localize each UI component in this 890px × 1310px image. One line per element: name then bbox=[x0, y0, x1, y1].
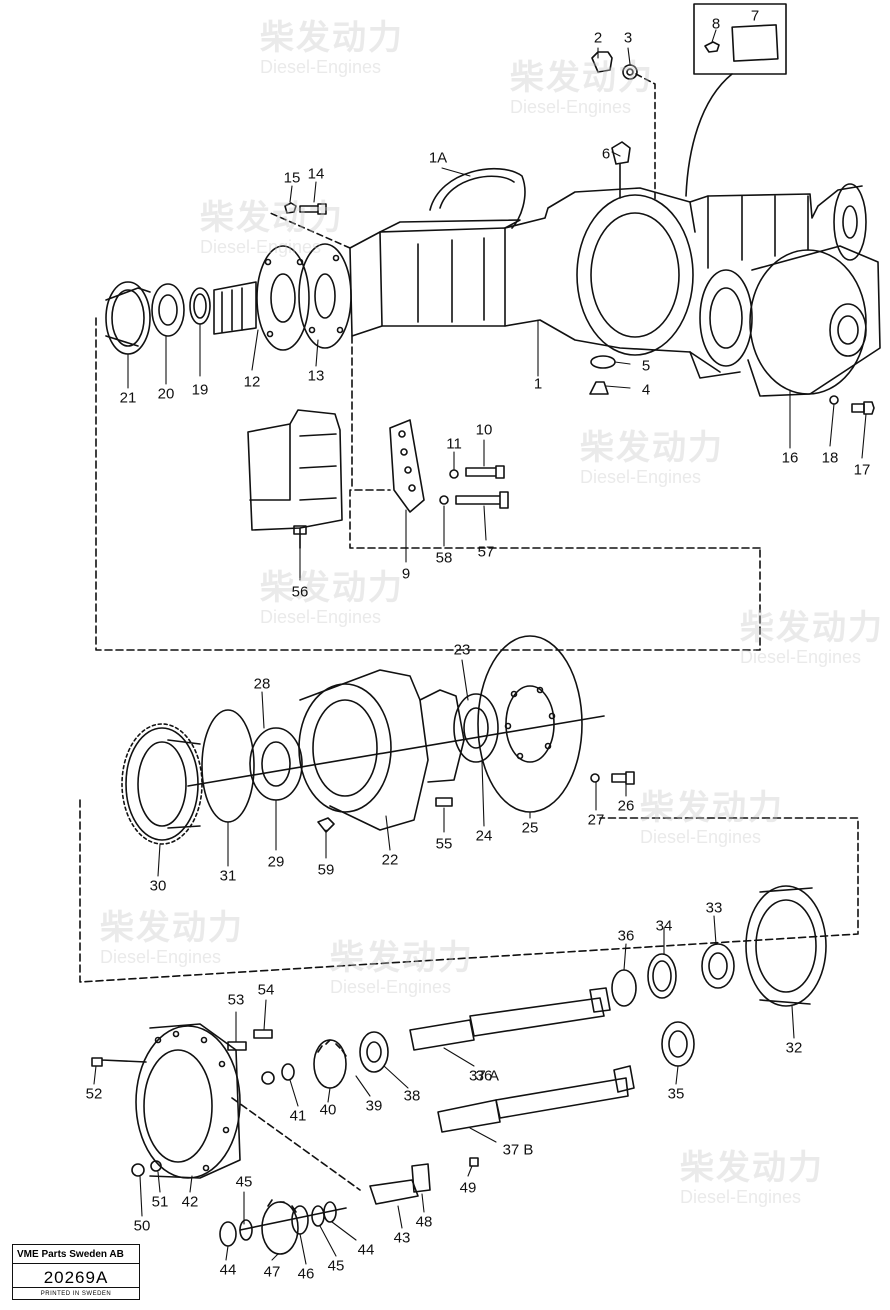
callout-11: 11 bbox=[446, 435, 462, 453]
callout-29: 29 bbox=[267, 853, 285, 871]
callout-17: 17 bbox=[853, 461, 871, 479]
callout-44-left: 44 bbox=[219, 1261, 237, 1279]
callout-7: 7 bbox=[750, 7, 760, 25]
callout-8: 8 bbox=[711, 15, 721, 33]
callout-15: 15 bbox=[283, 169, 301, 187]
callout-52: 52 bbox=[85, 1085, 103, 1103]
callout-35: 35 bbox=[667, 1085, 685, 1103]
callout-5: 5 bbox=[641, 357, 651, 375]
callout-40: 40 bbox=[319, 1101, 337, 1119]
callout-10: 10 bbox=[475, 421, 493, 439]
callout-49: 49 bbox=[459, 1179, 477, 1197]
callout-44-right: 44 bbox=[357, 1241, 375, 1259]
callout-47: 47 bbox=[263, 1263, 281, 1281]
callout-3: 3 bbox=[623, 29, 633, 47]
printed-note: PRINTED IN SWEDEN bbox=[40, 1291, 112, 1297]
callout-20: 20 bbox=[157, 385, 175, 403]
title-block: VME Parts Sweden AB 20269A PRINTED IN SW… bbox=[12, 1244, 140, 1300]
callout-41: 41 bbox=[289, 1107, 307, 1125]
drawing-number: 20269A bbox=[43, 1268, 109, 1287]
callout-14: 14 bbox=[307, 165, 325, 183]
company-name: VME Parts Sweden AB bbox=[17, 1249, 124, 1260]
callout-1: 1 bbox=[533, 375, 543, 393]
callout-4: 4 bbox=[641, 381, 651, 399]
callout-46: 46 bbox=[297, 1265, 315, 1283]
bracket-group bbox=[247, 409, 509, 549]
callout-26: 26 bbox=[617, 797, 635, 815]
callout-58: 58 bbox=[435, 549, 453, 567]
callout-39: 39 bbox=[365, 1097, 383, 1115]
callout-2: 2 bbox=[593, 29, 603, 47]
callout-21: 21 bbox=[119, 389, 137, 407]
callout-51: 51 bbox=[151, 1193, 169, 1211]
small-hardware-top bbox=[284, 51, 656, 395]
axle-housing bbox=[267, 168, 881, 397]
callout-31: 31 bbox=[219, 867, 237, 885]
callout-24: 24 bbox=[475, 827, 493, 845]
callout-37a: 36 bbox=[475, 1067, 493, 1085]
callout-28: 28 bbox=[253, 675, 271, 693]
callout-33: 33 bbox=[705, 899, 723, 917]
callout-27: 27 bbox=[587, 811, 605, 829]
callout-13: 13 bbox=[307, 367, 325, 385]
callout-1a: 1A bbox=[428, 149, 448, 167]
callout-36: 36 bbox=[617, 927, 635, 945]
callout-34: 34 bbox=[655, 917, 673, 935]
callout-12: 12 bbox=[243, 373, 261, 391]
callout-50: 50 bbox=[133, 1217, 151, 1235]
callout-16: 16 bbox=[781, 449, 799, 467]
callout-54: 54 bbox=[257, 981, 275, 999]
callout-53: 53 bbox=[227, 991, 245, 1009]
callout-45-top: 45 bbox=[235, 1173, 253, 1191]
title-divider-bottom bbox=[13, 1287, 139, 1288]
callout-9: 9 bbox=[401, 565, 411, 583]
callout-55: 55 bbox=[435, 835, 453, 853]
callout-43: 43 bbox=[393, 1229, 411, 1247]
callout-19: 19 bbox=[191, 381, 209, 399]
callout-59: 59 bbox=[317, 861, 335, 879]
callout-48: 48 bbox=[415, 1213, 433, 1231]
callout-6: 6 bbox=[601, 145, 611, 163]
callout-37a-label: 37 A bbox=[468, 1067, 500, 1085]
callout-22: 22 bbox=[381, 851, 399, 869]
callout-42: 42 bbox=[181, 1193, 199, 1211]
stub-axle-group bbox=[95, 243, 761, 651]
end-cap-hardware bbox=[829, 395, 875, 415]
callout-32: 32 bbox=[785, 1039, 803, 1057]
title-divider bbox=[13, 1263, 139, 1264]
callout-30: 30 bbox=[149, 877, 167, 895]
cover-plate-inset bbox=[685, 3, 787, 197]
callout-45-bottom: 45 bbox=[327, 1257, 345, 1275]
leader-lines bbox=[93, 29, 867, 1265]
callout-57: 57 bbox=[477, 543, 495, 561]
callout-23: 23 bbox=[453, 641, 471, 659]
callout-56: 56 bbox=[291, 583, 309, 601]
callout-25: 25 bbox=[521, 819, 539, 837]
hub-group bbox=[79, 635, 859, 983]
callout-37b: 37 B bbox=[502, 1141, 534, 1159]
callout-18: 18 bbox=[821, 449, 839, 467]
callout-38: 38 bbox=[403, 1087, 421, 1105]
